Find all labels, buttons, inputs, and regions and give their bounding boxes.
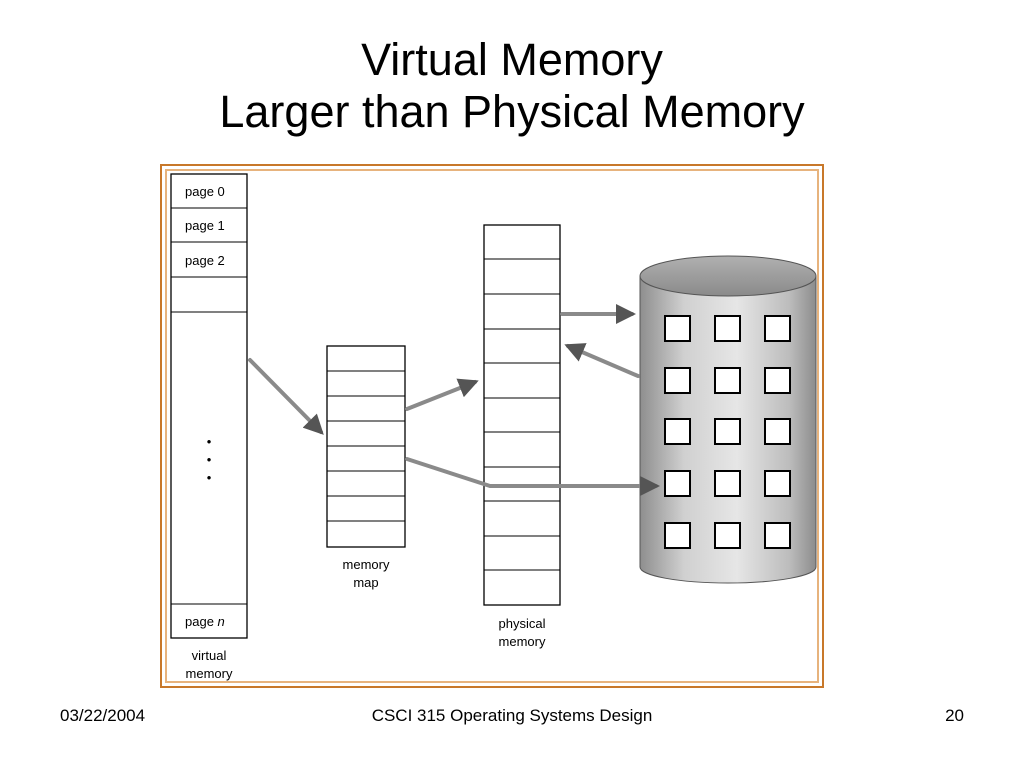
virtual-memory-column: page 0 page 1 page 2 page n • • • virtua… bbox=[170, 173, 248, 681]
disk-block bbox=[714, 418, 741, 445]
arrow-virtual-to-map bbox=[248, 358, 324, 435]
disk-block bbox=[714, 522, 741, 549]
physical-memory-label-line-2: memory bbox=[499, 634, 546, 649]
disk-block bbox=[714, 470, 741, 497]
physical-memory-column: physical memory bbox=[483, 224, 561, 649]
title-line-2: Larger than Physical Memory bbox=[219, 86, 805, 137]
footer-page-number: 20 bbox=[945, 706, 964, 725]
slide-title: Virtual Memory Larger than Physical Memo… bbox=[0, 34, 1024, 138]
disk-block bbox=[664, 522, 691, 549]
page-n-variable: n bbox=[218, 614, 225, 629]
physical-memory-outline bbox=[483, 224, 561, 606]
virtual-page-2-label: page 2 bbox=[185, 253, 225, 268]
disk-block bbox=[664, 315, 691, 342]
memory-map-column: memory map bbox=[326, 345, 406, 590]
arrow-map-to-physical bbox=[405, 378, 479, 411]
arrow-disk-to-physical bbox=[564, 343, 640, 378]
arrow-map-to-disk bbox=[405, 457, 660, 496]
disk-block bbox=[764, 367, 791, 394]
disk-block bbox=[714, 315, 741, 342]
virtual-page-1-label: page 1 bbox=[185, 218, 225, 233]
virtual-page-0-label: page 0 bbox=[185, 184, 225, 199]
disk-cylinder bbox=[639, 255, 817, 584]
physical-memory-label-line-1: physical bbox=[499, 616, 546, 631]
page-n-prefix: page bbox=[185, 614, 218, 629]
disk-block bbox=[764, 470, 791, 497]
mapping-arrows bbox=[248, 304, 660, 496]
virtual-memory-outline bbox=[170, 173, 248, 639]
disk-block bbox=[714, 367, 741, 394]
disk-block bbox=[764, 418, 791, 445]
memory-map-label-line-2: map bbox=[353, 575, 378, 590]
ellipsis-dot-2: • bbox=[207, 452, 212, 467]
disk-block bbox=[664, 470, 691, 497]
footer-date: 03/22/2004 bbox=[60, 706, 146, 725]
memory-map-label-line-1: memory bbox=[343, 557, 390, 572]
virtual-page-n-label: page n bbox=[185, 614, 225, 629]
virtual-memory-label-line-1: virtual bbox=[192, 648, 227, 663]
title-line-1: Virtual Memory bbox=[361, 34, 663, 85]
disk-top bbox=[639, 255, 817, 297]
disk-block bbox=[764, 522, 791, 549]
ellipsis-dot-3: • bbox=[207, 470, 212, 485]
disk-block bbox=[664, 418, 691, 445]
ellipsis-dot-1: • bbox=[207, 434, 212, 449]
virtual-memory-diagram: page 0 page 1 page 2 page n • • • virtua… bbox=[160, 164, 824, 688]
disk-blocks bbox=[664, 315, 791, 549]
virtual-memory-label-line-2: memory bbox=[186, 666, 233, 681]
disk-block bbox=[764, 315, 791, 342]
footer-course: CSCI 315 Operating Systems Design bbox=[371, 706, 653, 725]
disk-block bbox=[664, 367, 691, 394]
diagram-frame-inner bbox=[165, 169, 819, 683]
